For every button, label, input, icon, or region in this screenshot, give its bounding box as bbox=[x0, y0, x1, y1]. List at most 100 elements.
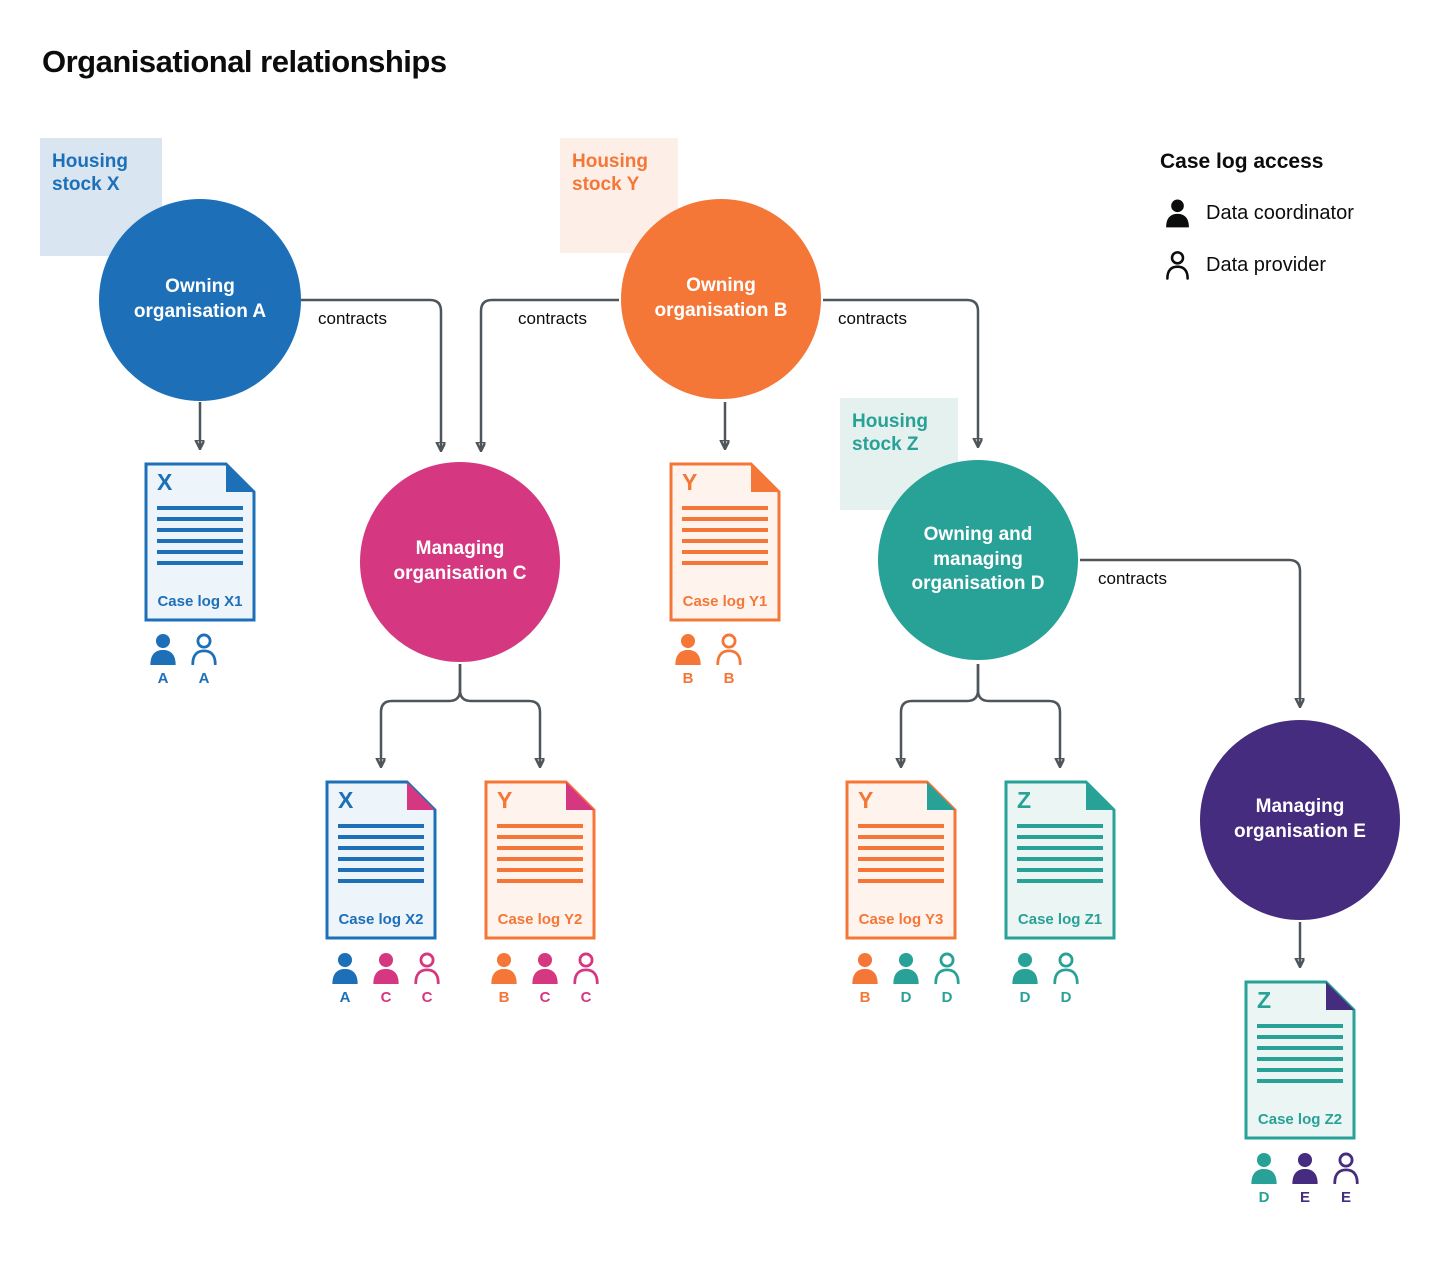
access-org-letter: D bbox=[1258, 1189, 1270, 1206]
access-org-letter: C bbox=[421, 989, 433, 1006]
org-a-circle: Owning organisation A bbox=[99, 199, 301, 401]
legend-label-data-provider: Data provider bbox=[1206, 253, 1327, 276]
access-person: A bbox=[146, 633, 180, 687]
case-log-z1-document: Z Case log Z1 bbox=[1004, 780, 1116, 940]
org-d-label: Owning and managing organisation D bbox=[911, 523, 1045, 595]
access-person: D bbox=[1008, 952, 1042, 1006]
case-log-y1-document: Y Case log Y1 bbox=[669, 462, 781, 622]
access-org-letter: B bbox=[723, 670, 735, 687]
access-org-letter: B bbox=[859, 989, 871, 1006]
org-a-label: Owning organisation A bbox=[133, 276, 267, 322]
case-log-x2-access: A C C bbox=[328, 952, 444, 1006]
case-log-y3-document: Y Case log Y3 bbox=[845, 780, 957, 940]
access-person: E bbox=[1288, 1152, 1322, 1206]
data-provider-icon bbox=[714, 633, 744, 665]
access-org-letter: E bbox=[1340, 1189, 1351, 1206]
data-coordinator-icon bbox=[891, 952, 921, 984]
data-coordinator-icon bbox=[330, 952, 360, 984]
document-icon bbox=[144, 462, 256, 622]
case-log-y2-access: B C C bbox=[487, 952, 603, 1006]
access-org-letter: A bbox=[157, 670, 169, 687]
access-person: D bbox=[1247, 1152, 1281, 1206]
data-provider-icon bbox=[189, 633, 219, 665]
data-provider-icon bbox=[571, 952, 601, 984]
doc-label: Case log Z2 bbox=[1257, 1111, 1343, 1128]
access-person: C bbox=[569, 952, 603, 1006]
arrow-c-to-caselog-x2 bbox=[381, 664, 462, 766]
doc-letter: Y bbox=[497, 787, 513, 813]
org-e-label: Managing organisation E bbox=[1234, 796, 1366, 842]
contracts-label-b-d: contracts bbox=[838, 309, 907, 328]
case-log-y3-access: B D D bbox=[848, 952, 964, 1006]
data-coordinator-icon bbox=[850, 952, 880, 984]
arrow-b-to-d bbox=[823, 298, 978, 446]
access-org-letter: D bbox=[941, 989, 953, 1006]
data-coordinator-icon bbox=[673, 633, 703, 665]
access-org-letter: E bbox=[1299, 1189, 1310, 1206]
arrow-d-to-caselog-y3 bbox=[901, 664, 980, 766]
access-org-letter: C bbox=[580, 989, 592, 1006]
case-log-z1-access: D D bbox=[1008, 952, 1083, 1006]
org-d-circle: Owning and managing organisation D bbox=[878, 460, 1078, 660]
access-org-letter: D bbox=[1060, 989, 1072, 1006]
arrow-c-to-caselog-y2 bbox=[458, 664, 540, 766]
arrow-d-to-caselog-z1 bbox=[976, 664, 1060, 766]
contracts-label-d-e: contracts bbox=[1098, 569, 1167, 588]
access-person: B bbox=[487, 952, 521, 1006]
access-person: C bbox=[369, 952, 403, 1006]
data-coordinator-icon bbox=[1010, 952, 1040, 984]
data-provider-icon bbox=[1051, 952, 1081, 984]
case-log-z2-document: Z Case log Z2 bbox=[1244, 980, 1356, 1140]
arrow-b-to-c bbox=[481, 298, 619, 450]
access-person: B bbox=[712, 633, 746, 687]
access-org-letter: B bbox=[498, 989, 510, 1006]
access-person: C bbox=[410, 952, 444, 1006]
access-person: B bbox=[848, 952, 882, 1006]
access-org-letter: C bbox=[380, 989, 392, 1006]
access-person: E bbox=[1329, 1152, 1363, 1206]
data-coordinator-icon bbox=[371, 952, 401, 984]
doc-label: Case log Y3 bbox=[858, 911, 944, 928]
contracts-label-a-c: contracts bbox=[318, 309, 387, 328]
legend-heading: Case log access bbox=[1160, 150, 1324, 173]
data-provider-icon bbox=[412, 952, 442, 984]
doc-label: Case log Y1 bbox=[682, 593, 768, 610]
data-provider-icon bbox=[932, 952, 962, 984]
access-person: C bbox=[528, 952, 562, 1006]
access-org-letter: C bbox=[539, 989, 551, 1006]
case-log-y2-document: Y Case log Y2 bbox=[484, 780, 596, 940]
document-icon bbox=[669, 462, 781, 622]
document-icon bbox=[845, 780, 957, 940]
access-org-letter: D bbox=[1019, 989, 1031, 1006]
case-log-x1-document: X Case log X1 bbox=[144, 462, 256, 622]
page-title: Organisational relationships bbox=[42, 44, 447, 79]
access-person: D bbox=[889, 952, 923, 1006]
doc-label: Case log X1 bbox=[157, 593, 243, 610]
case-log-x1-access: A A bbox=[146, 633, 221, 687]
doc-letter: Y bbox=[858, 787, 874, 813]
doc-letter: Z bbox=[1017, 787, 1032, 813]
legend-item-data-provider: Data provider bbox=[1164, 250, 1326, 280]
data-coordinator-icon bbox=[1249, 1152, 1279, 1184]
data-coordinator-icon bbox=[148, 633, 178, 665]
data-coordinator-icon bbox=[530, 952, 560, 984]
access-org-letter: B bbox=[682, 670, 694, 687]
data-provider-icon bbox=[1164, 250, 1191, 280]
access-person: B bbox=[671, 633, 705, 687]
doc-letter: Y bbox=[682, 469, 698, 495]
data-coordinator-icon bbox=[1164, 198, 1191, 228]
legend-item-data-coordinator: Data coordinator bbox=[1164, 198, 1354, 228]
access-person: A bbox=[187, 633, 221, 687]
case-log-x2-document: X Case log X2 bbox=[325, 780, 437, 940]
document-icon bbox=[1244, 980, 1356, 1140]
access-org-letter: D bbox=[900, 989, 912, 1006]
document-icon bbox=[325, 780, 437, 940]
doc-letter: Z bbox=[1257, 987, 1272, 1013]
org-b-circle: Owning organisation B bbox=[621, 199, 821, 399]
document-icon bbox=[1004, 780, 1116, 940]
case-log-y1-access: B B bbox=[671, 633, 746, 687]
doc-letter: X bbox=[157, 469, 173, 495]
org-b-label: Owning organisation B bbox=[654, 275, 788, 321]
doc-label: Case log Z1 bbox=[1017, 911, 1103, 928]
